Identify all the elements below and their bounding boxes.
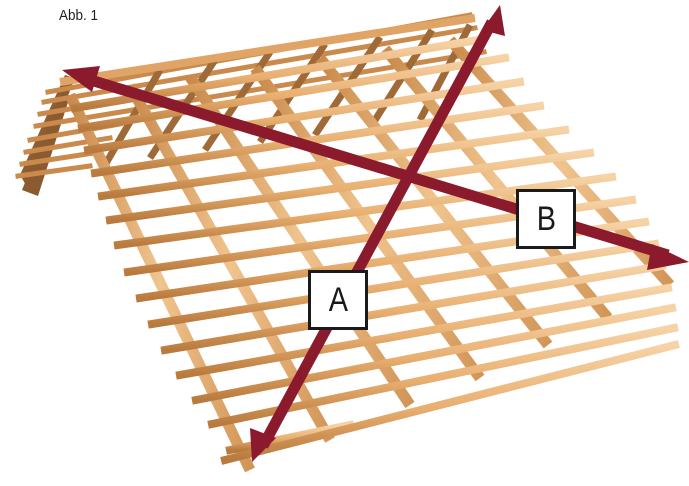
arrow-b-label: B — [516, 189, 576, 249]
battens — [70, 35, 680, 465]
arrow-b-label-text: B — [536, 199, 556, 238]
arrow-a — [250, 5, 505, 462]
arrow-a-label: A — [308, 270, 368, 330]
figure-label: Abb. 1 — [59, 7, 99, 24]
arrow-a-label-text: A — [328, 280, 348, 319]
